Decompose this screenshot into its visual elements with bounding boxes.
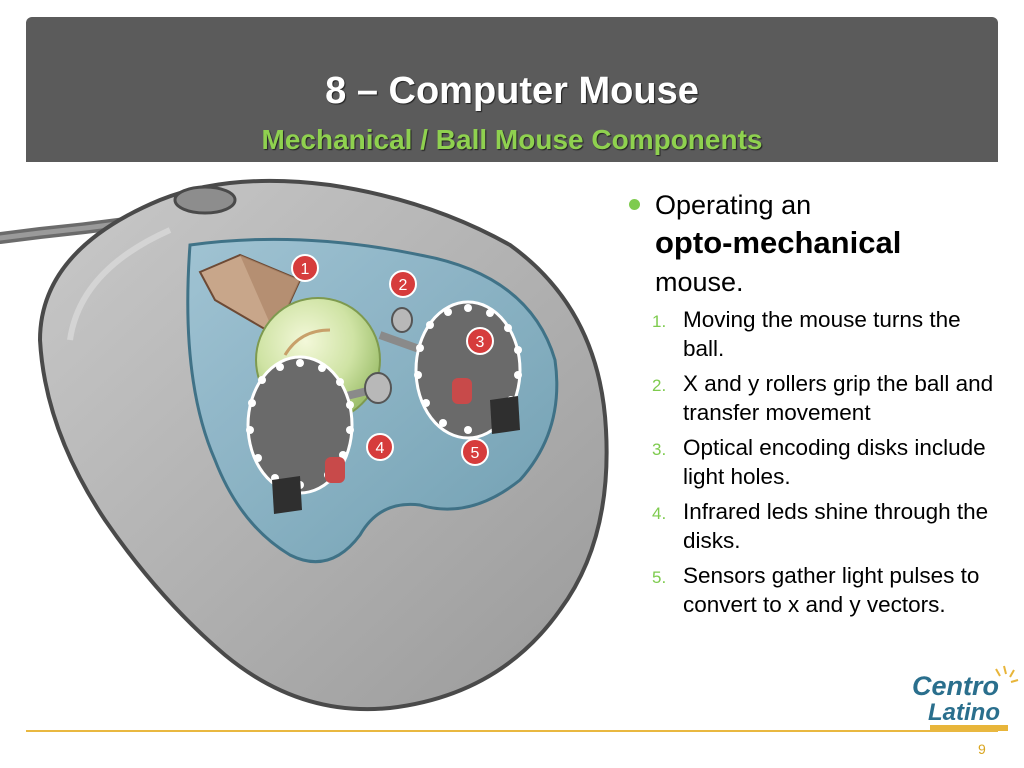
step-number: 4. (652, 504, 667, 523)
list-item: 3. Optical encoding disks include light h… (624, 433, 1004, 491)
step-number: 1. (652, 312, 667, 331)
steps-list: 1. Moving the mouse turns the ball. 2. X a… (624, 305, 1004, 619)
infrared-led-x (325, 457, 345, 483)
callout-1: 1 (291, 254, 319, 282)
content-bullets: Operating an opto-mechanical mouse. 1. Mo… (624, 186, 1004, 625)
list-item: 1. Moving the mouse turns the ball. (624, 305, 1004, 363)
step-number: 2. (652, 376, 667, 395)
light-sensor-y (490, 396, 520, 434)
main-bullet: Operating an opto-mechanical mouse. (624, 186, 1004, 301)
list-item: 2. X and y rollers grip the ball and tran… (624, 369, 1004, 427)
svg-text:Latino: Latino (928, 699, 1000, 726)
step-number: 5. (652, 568, 667, 587)
step-text: X and y rollers grip the ball and transf… (683, 371, 994, 425)
svg-text:5: 5 (471, 445, 480, 462)
step-text: Moving the mouse turns the ball. (683, 307, 961, 361)
bullet-prefix: Operating an (655, 190, 812, 220)
infrared-led-y (452, 378, 472, 404)
svg-text:1: 1 (301, 261, 310, 278)
step-number: 3. (652, 440, 667, 459)
scroll-wheel (173, 185, 237, 215)
svg-text:Centro: Centro (912, 671, 999, 701)
centro-latino-logo: Centro Latino (912, 665, 1019, 731)
step-text: Optical encoding disks include light hol… (683, 435, 986, 489)
callout-2: 2 (389, 270, 417, 298)
callout-4: 4 (366, 433, 394, 461)
light-sensor-x (272, 476, 302, 514)
svg-text:4: 4 (376, 440, 385, 457)
bullet-term: opto-mechanical (655, 225, 902, 260)
slide-subtitle: Mechanical / Ball Mouse Components (261, 124, 763, 155)
svg-text:3: 3 (476, 334, 485, 351)
slide-title: 8 – Computer Mouse (325, 70, 699, 112)
callout-3: 3 (466, 327, 494, 355)
step-text: Sensors gather light pulses to convert t… (683, 563, 980, 617)
step-text: Infrared leds shine through the disks. (683, 499, 989, 553)
title-banner: 8 – Computer Mouse Mechanical / Ball Mou… (26, 17, 998, 162)
footer-divider (26, 730, 998, 732)
bullet-dot-icon (629, 199, 640, 210)
bullet-suffix: mouse. (655, 267, 744, 297)
callout-5: 5 (461, 438, 489, 466)
list-item: 5. Sensors gather light pulses to convert… (624, 561, 1004, 619)
list-item: 4. Infrared leds shine through the disks. (624, 497, 1004, 555)
svg-text:2: 2 (399, 277, 408, 294)
ball-mouse-illustration: 1 2 3 4 5 (0, 178, 609, 712)
page-number: 9 (978, 741, 986, 757)
sun-icon (995, 665, 1019, 683)
